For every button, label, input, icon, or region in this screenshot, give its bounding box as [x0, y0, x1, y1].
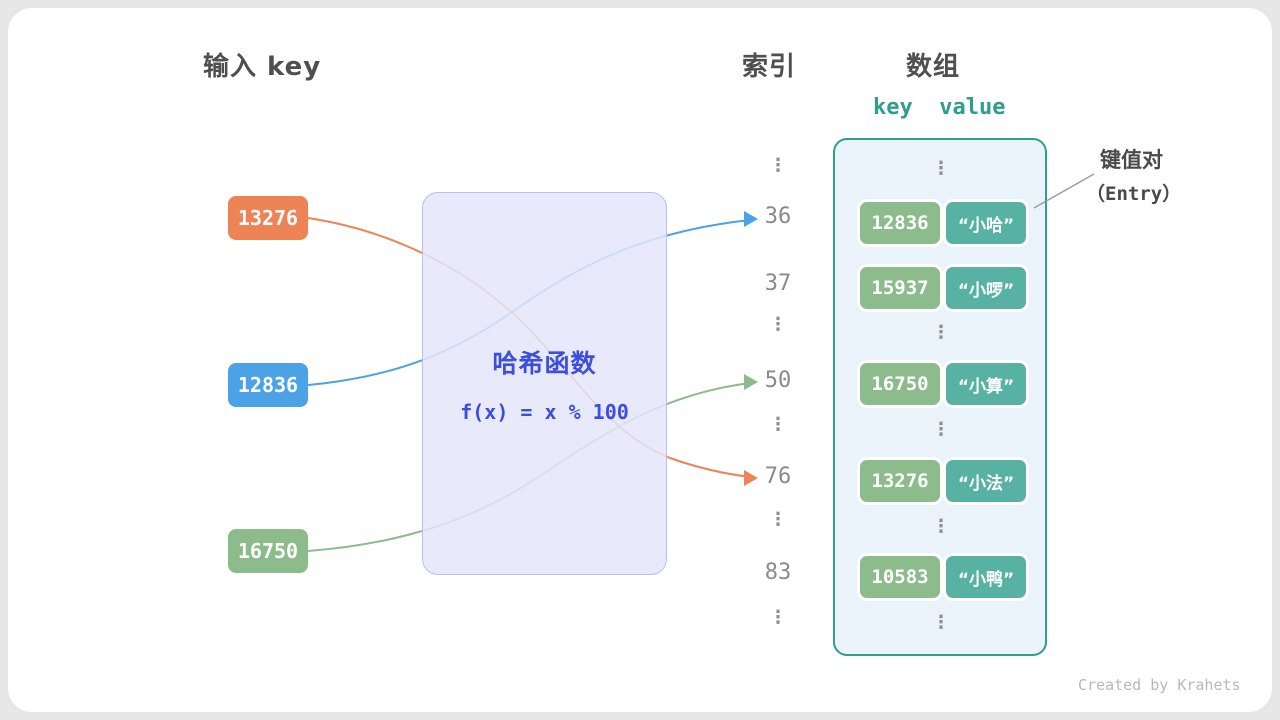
hash-function-box: 哈希函数 f(x) = x % 100	[422, 192, 667, 575]
entry-value: “小算”	[943, 360, 1029, 408]
input-key-title: 输入 key	[203, 52, 322, 82]
credit-text: Created by Krahets	[1078, 676, 1241, 694]
index-value-50: 50	[764, 368, 792, 393]
entry-row: 15937 “小啰”	[857, 264, 1029, 312]
entry-key: 16750	[857, 360, 943, 408]
index-value-37: 37	[764, 271, 792, 296]
vertical-ellipsis-icon: ⋮	[932, 158, 950, 179]
entry-row: 16750 “小算”	[857, 360, 1029, 408]
entry-value: “小鸭”	[943, 553, 1029, 601]
vertical-ellipsis-icon: ⋮	[769, 509, 787, 530]
entry-value: “小啰”	[943, 264, 1029, 312]
vertical-ellipsis-icon: ⋮	[769, 414, 787, 435]
vertical-ellipsis-icon: ⋮	[769, 155, 787, 176]
array-title: 数组	[906, 52, 961, 82]
array-container: ⋮ 12836 “小哈” 15937 “小啰” ⋮ 16750 “小算” ⋮ 1…	[833, 138, 1047, 656]
entry-row: 13276 “小法”	[857, 457, 1029, 505]
index-title: 索引	[742, 52, 797, 82]
entry-key: 12836	[857, 199, 943, 247]
vertical-ellipsis-icon: ⋮	[769, 314, 787, 335]
hash-function-formula: f(x) = x % 100	[460, 399, 629, 424]
input-key-chip-13276: 13276	[228, 196, 308, 240]
entry-row: 12836 “小哈”	[857, 199, 1029, 247]
index-value-83: 83	[764, 560, 792, 585]
index-value-76: 76	[764, 464, 792, 489]
index-value-36: 36	[764, 204, 792, 229]
input-key-chip-16750: 16750	[228, 529, 308, 573]
vertical-ellipsis-icon: ⋮	[769, 607, 787, 628]
vertical-ellipsis-icon: ⋮	[932, 516, 950, 537]
entry-row: 10583 “小鸭”	[857, 553, 1029, 601]
entry-key: 10583	[857, 553, 943, 601]
vertical-ellipsis-icon: ⋮	[932, 419, 950, 440]
entry-key: 15937	[857, 264, 943, 312]
entry-value: “小哈”	[943, 199, 1029, 247]
hash-function-title: 哈希函数	[492, 348, 597, 378]
entry-annotation-sublabel: （Entry）	[1086, 183, 1182, 205]
entry-key: 13276	[857, 457, 943, 505]
entry-value: “小法”	[943, 457, 1029, 505]
input-key-chip-12836: 12836	[228, 363, 308, 407]
vertical-ellipsis-icon: ⋮	[932, 612, 950, 633]
entry-annotation-label: 键值对	[1100, 148, 1163, 172]
key-value-column-header: key value	[873, 95, 1006, 120]
vertical-ellipsis-icon: ⋮	[932, 322, 950, 343]
